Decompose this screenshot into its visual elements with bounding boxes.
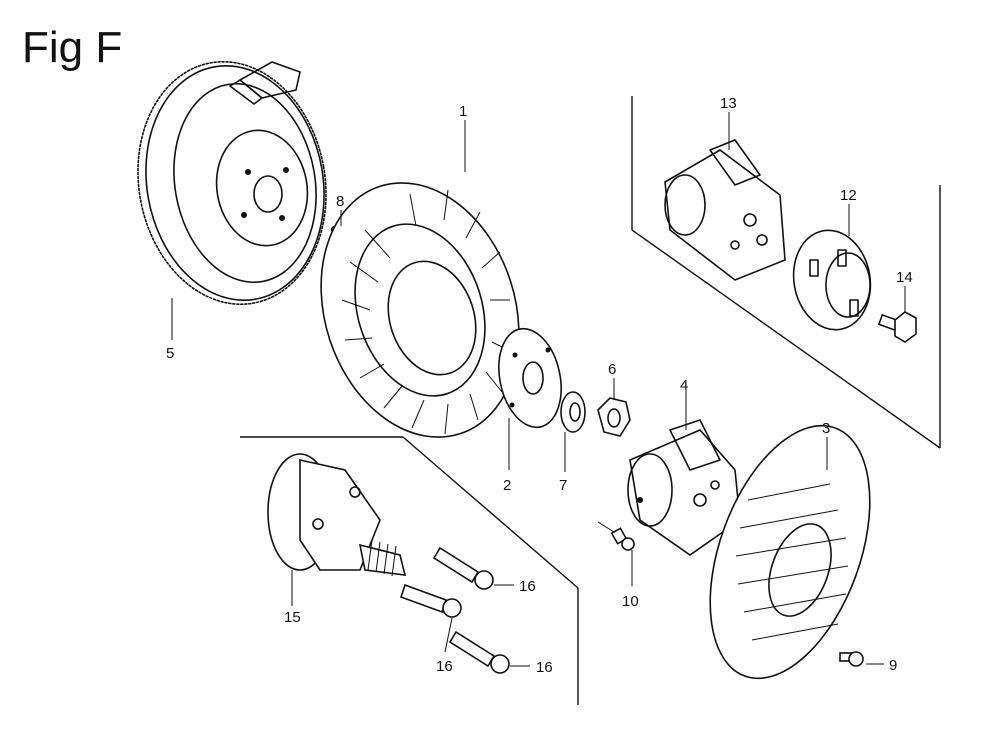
callout-15: 15	[284, 609, 301, 626]
flange-bolt-part	[877, 311, 917, 343]
pawl-housing-part	[664, 139, 786, 281]
callout-16a: 16	[519, 578, 536, 595]
callout-3: 3	[822, 420, 830, 437]
flange-nut-part	[597, 397, 631, 437]
bolt-16c-part	[448, 630, 510, 674]
screw-part	[839, 651, 864, 667]
callout-13: 13	[720, 95, 737, 112]
callout-16c: 16	[536, 659, 553, 676]
upper-right-section-frame	[631, 96, 941, 449]
screen-grid-part	[709, 424, 871, 680]
washer-part	[560, 391, 586, 433]
shaft-flange-part	[267, 453, 407, 577]
callout-10: 10	[622, 593, 639, 610]
callout-1: 1	[459, 103, 467, 120]
callout-2: 2	[503, 477, 511, 494]
ratchet-cup-part	[792, 229, 872, 331]
callout-7: 7	[559, 477, 567, 494]
bolt-16b-part	[399, 583, 462, 618]
cooling-fan-part	[320, 182, 520, 438]
callout-labels: 1 2 3 4 5 6 7 8 9 10 12 13 14 15 16 16 1…	[166, 95, 913, 676]
fan-plate-part	[498, 327, 562, 429]
callout-9: 9	[889, 657, 897, 674]
lower-left-section-frame	[240, 436, 579, 705]
callout-6: 6	[608, 361, 616, 378]
bolt-16a-part	[432, 546, 494, 590]
callout-4: 4	[680, 377, 688, 394]
callout-16b: 16	[436, 658, 453, 675]
callout-8: 8	[336, 193, 344, 210]
figure-title: Fig F	[22, 23, 122, 72]
small-bolt-part	[610, 527, 635, 551]
leader-lines	[171, 112, 906, 667]
callout-12: 12	[840, 187, 857, 204]
callout-14: 14	[896, 269, 913, 286]
callout-5: 5	[166, 345, 174, 362]
flywheel-part	[137, 60, 327, 306]
starter-pulley-part	[627, 419, 741, 556]
